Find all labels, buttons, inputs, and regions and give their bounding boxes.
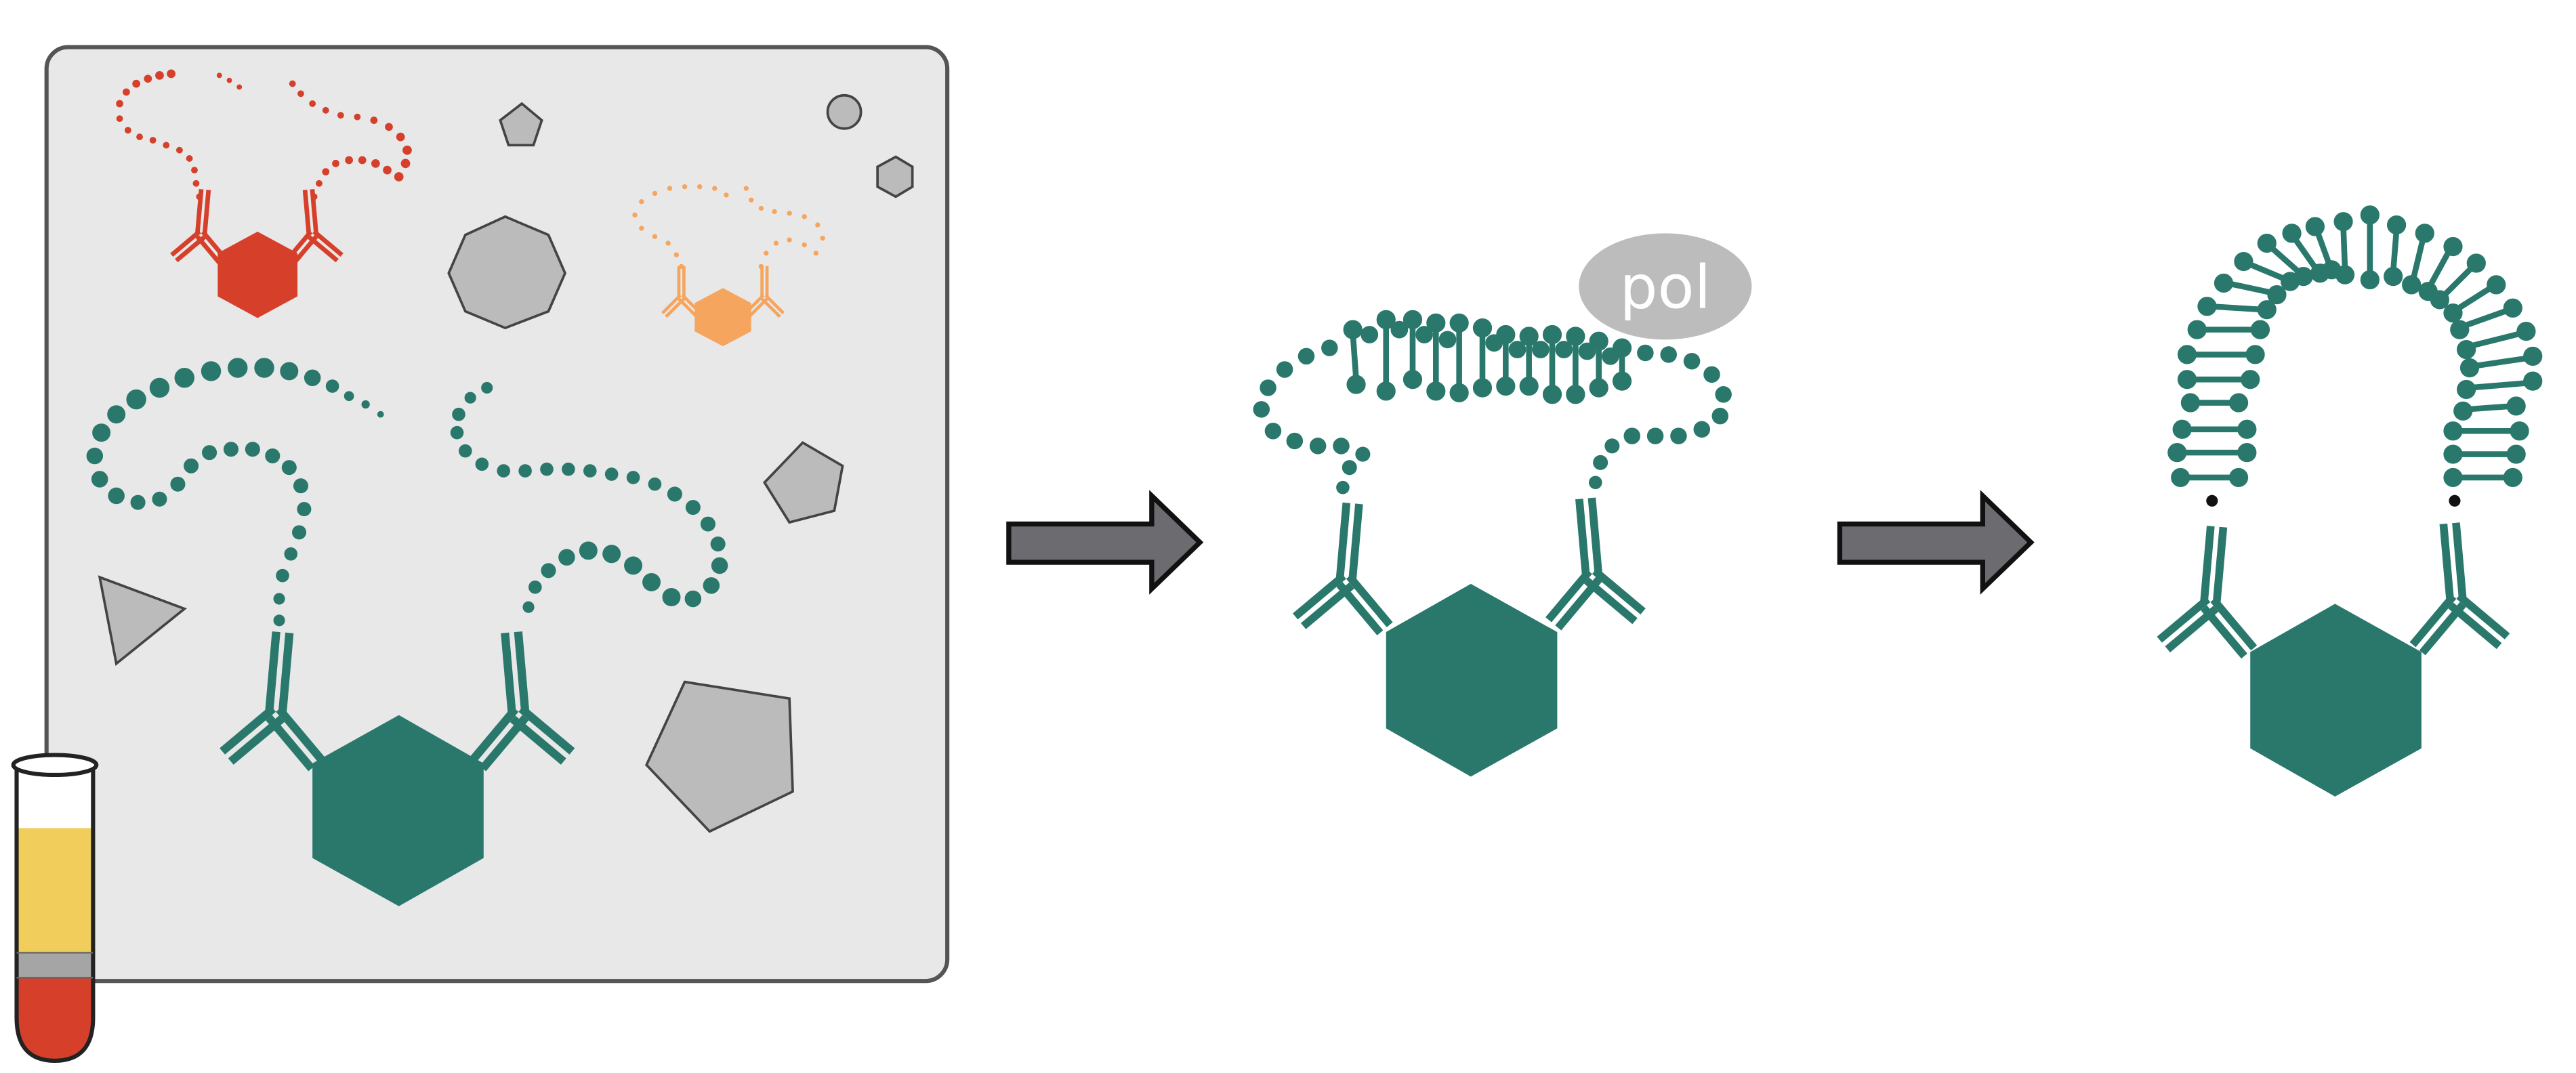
teal-antibody-left-ligation [2155,522,2267,660]
right-arrow-icon [1006,490,1204,595]
target-complex-teal [86,358,728,906]
tube-fill-yellow [16,828,94,953]
dna-duplex-partial [1343,310,1632,404]
gray-triangle [98,575,187,666]
junction-dot-left [2206,495,2218,507]
extension-panel: pol [1253,233,1752,777]
background-gray-shapes [98,93,914,833]
ligation-panel [2155,205,2543,797]
target-complex-orange [632,184,825,347]
gray-small-circle-1 [826,93,863,130]
teal-antibody-left-extension [1291,499,1403,637]
gray-small-pentagon-top [499,102,543,147]
junction-dots [2206,495,2461,507]
red-hexagon-antigen [217,231,298,318]
tube-fill-clear [16,773,94,828]
blood-tube-icon [11,753,99,1063]
gray-octagon [447,215,566,330]
orange-hexagon-antigen [694,288,751,347]
teal-hexagon-antigen-ligation [2250,604,2422,797]
gray-pentagon-mid [763,441,844,524]
tube-band-line [16,952,94,979]
orange-dotted-oligos [632,184,825,270]
target-complex-red [116,69,412,318]
junction-dot-right [2449,495,2461,507]
sample-panel [44,45,950,984]
teal-dotted-oligos-sample [86,358,728,627]
teal-antibody-right-ligation [2399,519,2512,657]
tube-fill-red [16,977,94,1061]
tube-outline [14,768,96,1063]
gray-small-hexagon [876,155,914,198]
double-stranded-loop [2167,205,2543,488]
tube-rim [11,753,99,778]
teal-oligos-extension [1253,339,1732,495]
pol-enzyme-label: pol [1620,253,1711,322]
teal-antibody-right-extension [1535,494,1647,632]
gray-pentagon-large [644,680,794,833]
tube-fill-gray [16,952,94,978]
pol-enzyme-bubble [1579,233,1752,340]
teal-hexagon-antigen-extension [1386,583,1558,777]
right-arrow-icon-2 [1837,490,2035,595]
teal-hexagon-antigen-sample [312,715,484,906]
